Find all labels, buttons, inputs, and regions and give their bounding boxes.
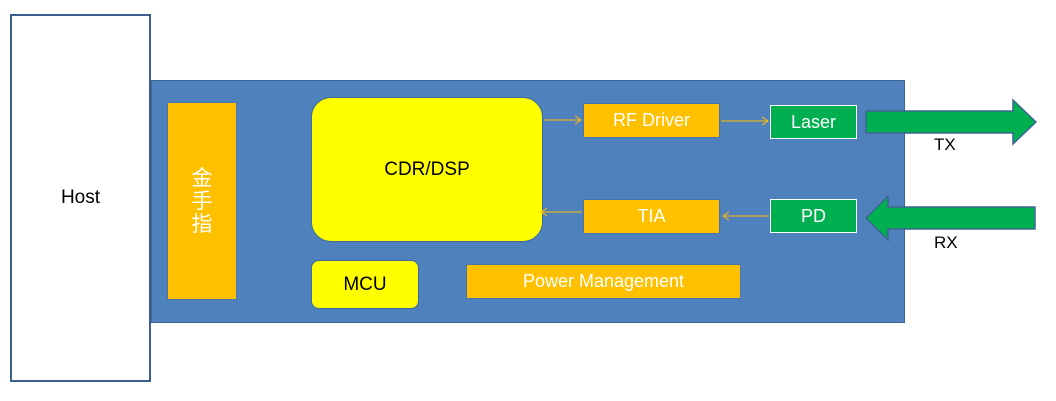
arrow-tia-to-cdr — [540, 207, 582, 217]
gold-finger-char-2: 手 — [191, 188, 213, 213]
arrow-pd-to-tia — [722, 211, 769, 221]
power-management-label: Power Management — [522, 271, 685, 291]
rf-driver-label: RF Driver — [613, 110, 690, 130]
tx-label: TX — [934, 135, 956, 154]
pd-block: PD — [770, 199, 857, 233]
arrow-rf-driver-to-laser — [721, 116, 769, 126]
power-management-block: Power Management — [466, 264, 741, 299]
tia-block: TIA — [583, 199, 720, 234]
mcu-block: MCU — [311, 260, 419, 309]
cdr-dsp-label: CDR/DSP — [384, 158, 470, 180]
tx-arrow — [865, 98, 1038, 146]
laser-block: Laser — [770, 105, 857, 139]
arrow-cdr-to-rf-driver — [544, 115, 582, 125]
gold-finger-char-1: 金 — [191, 165, 213, 190]
rx-arrow — [864, 194, 1036, 242]
rx-label: RX — [934, 233, 958, 252]
laser-label: Laser — [790, 111, 837, 132]
rf-driver-block: RF Driver — [583, 103, 720, 138]
pd-label: PD — [800, 205, 826, 226]
tia-label: TIA — [637, 206, 666, 226]
gold-finger-char-3: 指 — [191, 211, 213, 236]
gold-finger-block: 金 手 指 — [167, 102, 237, 300]
host-label: Host — [60, 187, 101, 208]
host-box: Host — [10, 14, 151, 382]
mcu-label: MCU — [343, 273, 387, 295]
cdr-dsp-block: CDR/DSP — [311, 97, 543, 242]
